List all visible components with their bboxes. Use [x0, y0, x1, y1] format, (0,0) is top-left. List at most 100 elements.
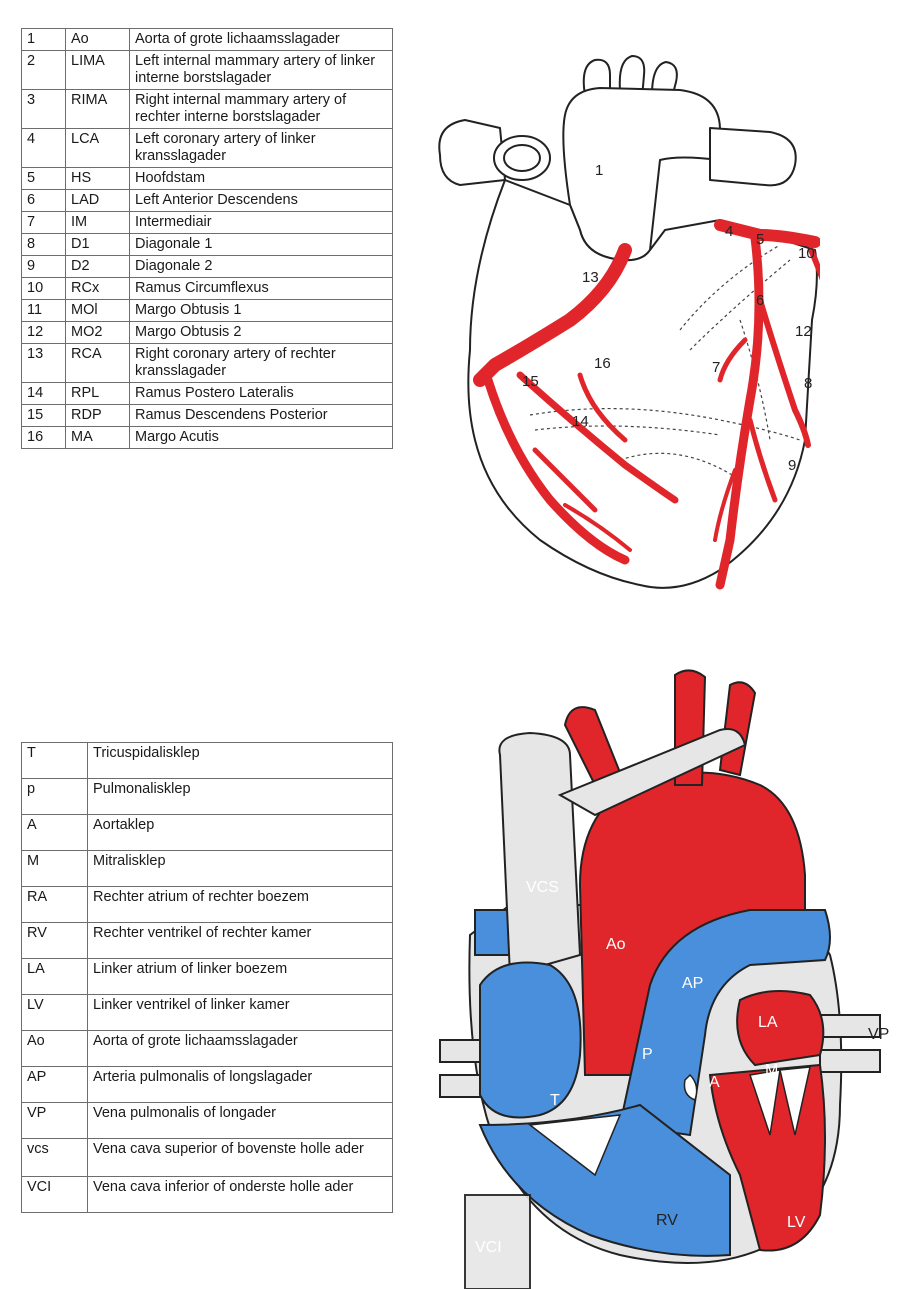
pulmonary-artery — [618, 909, 831, 1137]
artery-name-cell: Margo Obtusis 2 — [129, 321, 393, 344]
artery-num-cell: 10 — [21, 277, 66, 300]
artery-name-cell: Left internal mammary artery of linker i… — [129, 50, 393, 90]
artery-num-cell: 15 — [21, 404, 66, 427]
label-ao: Ao — [606, 936, 626, 953]
label-rv: RV — [656, 1212, 678, 1229]
label-t: T — [550, 1092, 560, 1109]
label-16: 16 — [594, 355, 611, 372]
artery-name-cell: Intermediair — [129, 211, 393, 234]
artery-name-cell: Diagonale 1 — [129, 233, 393, 256]
artery-num-cell: 1 — [21, 28, 66, 51]
heart-cross-section-diagram: VCS Ao AP LA VP P A M T RV LV VCI VCI — [439, 669, 889, 1289]
structure-abbr-cell: Ao — [21, 1030, 88, 1067]
structure-name-cell: Vena cava superior of bovenste holle ade… — [87, 1138, 393, 1177]
artery-abbr-cell: RCA — [65, 343, 130, 383]
artery-abbr-cell: Ao — [65, 28, 130, 51]
structure-abbr-cell: vcs — [21, 1138, 88, 1177]
artery-abbr-cell: RIMA — [65, 89, 130, 129]
artery-abbr-cell: RDP — [65, 404, 130, 427]
left-atrium — [736, 990, 825, 1067]
structure-abbr-cell: RV — [21, 922, 88, 959]
artery-num-cell: 2 — [21, 50, 66, 90]
label-p: P — [642, 1046, 653, 1063]
artery-abbr-cell: D1 — [65, 233, 130, 256]
rca-vessel — [473, 243, 632, 387]
aortic-branch-2 — [618, 55, 646, 99]
label-10: 10 — [798, 245, 815, 262]
artery-name-cell: Aorta of grote lichaamsslagader — [129, 28, 393, 51]
coronary-heart-diagram: 1 4 5 6 7 8 9 10 11 12 13 14 15 16 — [438, 55, 820, 590]
label-m: M — [765, 1062, 778, 1079]
artery-name-cell: Ramus Postero Lateralis — [129, 382, 393, 405]
artery-abbr-cell: RCx — [65, 277, 130, 300]
label-la: LA — [758, 1014, 778, 1031]
right-atrium — [479, 961, 582, 1119]
label-vp: VP — [868, 1026, 889, 1043]
structure-name-cell: Pulmonalisklep — [87, 778, 393, 815]
structure-name-cell: Rechter atrium of rechter boezem — [87, 886, 393, 923]
structure-name-cell: Mitralisklep — [87, 850, 393, 887]
artery-name-cell: Left Anterior Descendens — [129, 189, 393, 212]
artery-abbr-cell: IM — [65, 211, 130, 234]
artery-name-cell: Hoofdstam — [129, 167, 393, 190]
artery-num-cell: 14 — [21, 382, 66, 405]
artery-num-cell: 8 — [21, 233, 66, 256]
structure-abbr-cell: RA — [21, 886, 88, 923]
label-4: 4 — [725, 223, 733, 240]
artery-name-cell: Right coronary artery of rechter kranssl… — [129, 343, 393, 383]
artery-abbr-cell: MO2 — [65, 321, 130, 344]
structure-name-cell: Arteria pulmonalis of longslagader — [87, 1066, 393, 1103]
label-8: 8 — [804, 375, 812, 392]
artery-abbr-cell: RPL — [65, 382, 130, 405]
label-14: 14 — [572, 413, 589, 430]
lca-vessel — [714, 219, 820, 248]
label-lv: LV — [787, 1214, 806, 1231]
structure-name-cell: Linker atrium of linker boezem — [87, 958, 393, 995]
lad-vessel — [715, 233, 764, 590]
structure-name-cell: Rechter ventrikel of rechter kamer — [87, 922, 393, 959]
pulmonary-trunk-right — [709, 127, 797, 187]
aorta-red — [578, 771, 806, 1076]
artery-abbr-cell: LAD — [65, 189, 130, 212]
vena-cava-superior — [498, 731, 582, 977]
structure-abbr-cell: VCI — [21, 1176, 88, 1213]
artery-num-cell: 16 — [21, 426, 66, 449]
artery-name-cell: Margo Acutis — [129, 426, 393, 449]
artery-num-cell: 5 — [21, 167, 66, 190]
right-ventricle — [478, 1103, 731, 1257]
artery-name-cell: Diagonale 2 — [129, 255, 393, 278]
structure-abbr-cell: LV — [21, 994, 88, 1031]
artery-abbr-cell: LCA — [65, 128, 130, 168]
label-12: 12 — [795, 323, 812, 340]
artery-name-cell: Margo Obtusis 1 — [129, 299, 393, 322]
structure-name-cell: Vena cava inferior of onderste holle ade… — [87, 1176, 393, 1213]
structure-name-cell: Aortaklep — [87, 814, 393, 851]
artery-name-cell: Left coronary artery of linker kransslag… — [129, 128, 393, 168]
structure-abbr-cell: M — [21, 850, 88, 887]
